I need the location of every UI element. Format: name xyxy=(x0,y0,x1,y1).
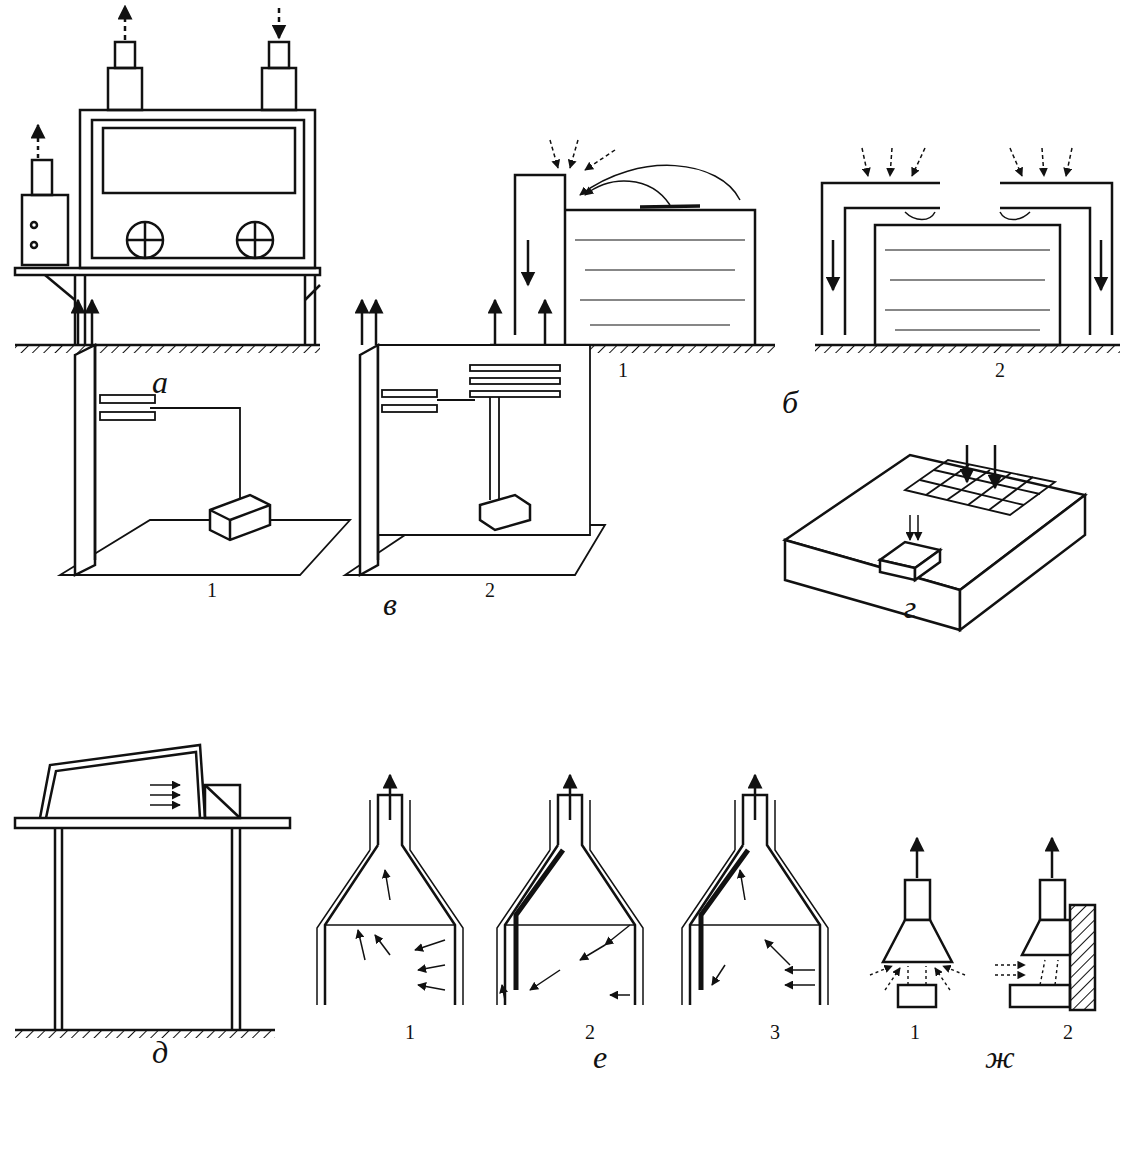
callout-number: 3 xyxy=(770,1022,780,1042)
figure-letter: в xyxy=(383,588,397,620)
figure-letter: а xyxy=(152,366,168,398)
figure-letter: д xyxy=(152,1036,168,1068)
downdraft-table xyxy=(785,445,1085,630)
callout-number: 2 xyxy=(995,360,1005,380)
callout-number: 1 xyxy=(405,1022,415,1042)
glove-box xyxy=(15,6,320,353)
enclosure-hoods xyxy=(317,775,828,1005)
umbrella-hoods xyxy=(870,838,1095,1010)
figure-letter: е xyxy=(593,1041,607,1073)
corner-suction-panel xyxy=(345,300,605,575)
tank-one-side-suction xyxy=(490,140,775,353)
callout-number: 1 xyxy=(618,360,628,380)
callout-number: 2 xyxy=(585,1022,595,1042)
callout-number: 1 xyxy=(910,1022,920,1042)
tank-two-side-suction xyxy=(815,148,1120,353)
figure-letter: б xyxy=(782,386,798,418)
callout-number: 1 xyxy=(207,580,217,600)
callout-number: 2 xyxy=(485,580,495,600)
figure-letter: г xyxy=(904,591,916,623)
figure-letter: ж xyxy=(985,1041,1015,1073)
side-suction-panel xyxy=(60,300,350,575)
hooded-table xyxy=(15,745,290,1038)
callout-number: 2 xyxy=(1063,1022,1073,1042)
